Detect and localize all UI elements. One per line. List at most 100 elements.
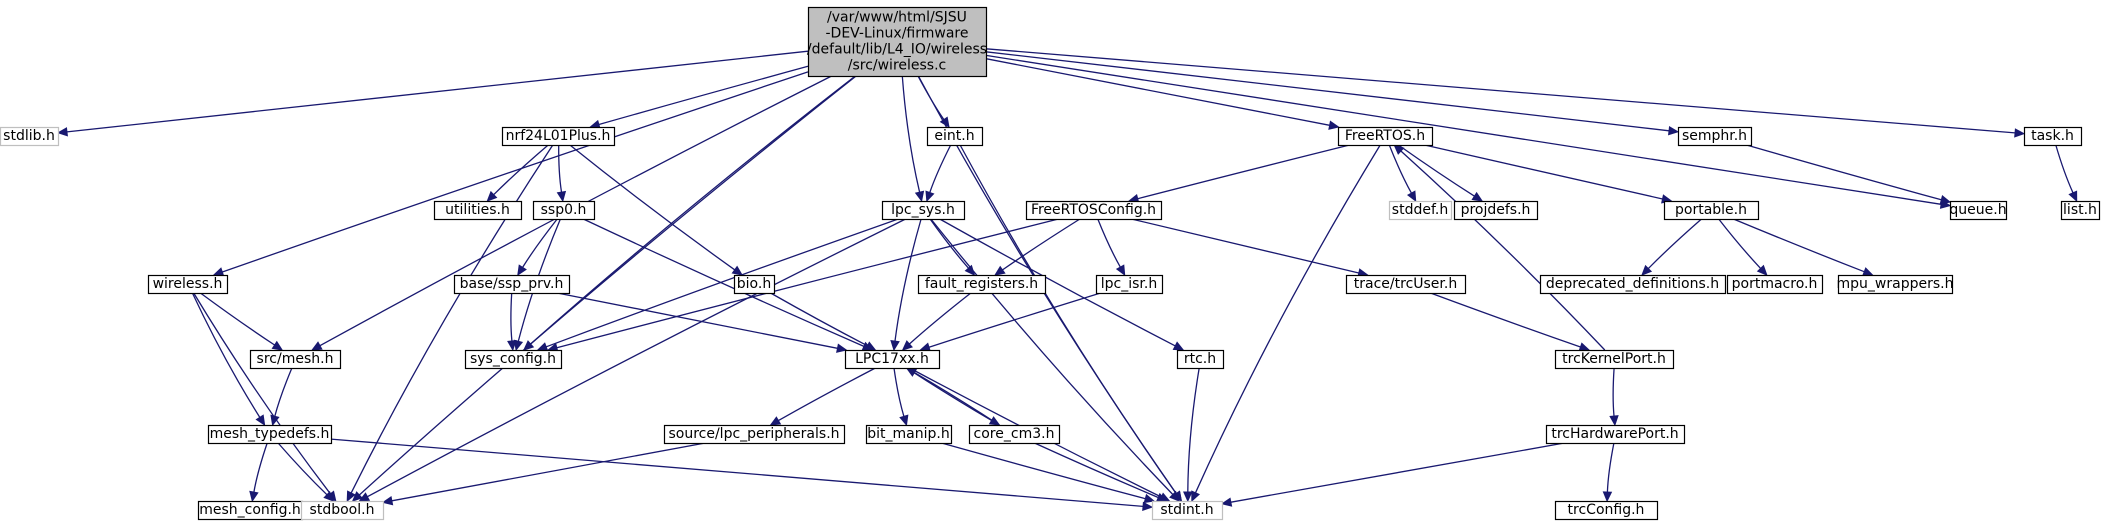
- node-nrf24[interactable]: nrf24L01Plus.h: [501, 126, 616, 147]
- node-mpuwrappers[interactable]: mpu_wrappers.h: [1837, 274, 1954, 295]
- edge-ssp0-to-basesspprv: [517, 218, 558, 277]
- node-stdbool: stdbool.h: [300, 500, 385, 521]
- edge-basesspprv-to-sysconfig: [507, 292, 517, 352]
- edge-faultregs-to-lpc17xx: [901, 292, 972, 351]
- node-label: bit_manip.h: [867, 426, 949, 442]
- node-bio[interactable]: bio.h: [733, 274, 776, 295]
- edge-root-to-queue: [985, 54, 1952, 209]
- node-label: wireless.h: [153, 276, 223, 292]
- node-label: stdlib.h: [3, 128, 55, 144]
- node-rtc[interactable]: rtc.h: [1176, 349, 1225, 370]
- edge-root-to-stdlib: [56, 50, 809, 137]
- node-label: list.h: [2063, 202, 2097, 218]
- node-label: FreeRTOS.h: [1345, 128, 1425, 144]
- edge-freertos-to-projdefs: [1398, 144, 1484, 202]
- node-semphr[interactable]: semphr.h: [1677, 126, 1753, 147]
- node-wireless[interactable]: wireless.h: [147, 274, 229, 295]
- node-srcmesh[interactable]: src/mesh.h: [249, 349, 342, 370]
- node-label: -DEV-Linux/firmware: [826, 26, 969, 42]
- node-sysconfig[interactable]: sys_config.h: [464, 349, 563, 370]
- node-stdlib: stdlib.h: [0, 126, 60, 147]
- dependency-edges: [56, 48, 2078, 512]
- node-label: trace/trcUser.h: [1354, 276, 1457, 292]
- node-label: trcKernelPort.h: [1562, 351, 1666, 367]
- edge-ssp0-to-lpc17xx: [583, 218, 874, 351]
- node-lpcisr[interactable]: lpc_isr.h: [1095, 274, 1164, 295]
- edge-sourcelpc-to-stdbool: [381, 442, 706, 506]
- node-meshconfig[interactable]: mesh_config.h: [197, 500, 304, 521]
- edge-lpc17xx-to-bitmanip: [893, 367, 909, 427]
- node-task[interactable]: task.h: [2023, 126, 2083, 147]
- edge-lpcsys-to-lpc17xx: [890, 218, 922, 352]
- edge-freertos-to-portable: [1424, 144, 1673, 204]
- edge-portable-to-deprecated: [1641, 218, 1702, 276]
- edge-semphr-to-queue: [1746, 144, 1952, 205]
- node-label: core_cm3.h: [974, 426, 1055, 442]
- node-utilities[interactable]: utilities.h: [433, 200, 523, 221]
- edge-wireless-to-meshtypedefs: [191, 292, 266, 427]
- edge-rtc-to-stdint: [1183, 367, 1200, 503]
- node-deprecated[interactable]: deprecated_definitions.h: [1539, 274, 1727, 295]
- edge-trchardware-to-trcconfig: [1602, 442, 1615, 503]
- edge-trckernel-to-trchardware: [1609, 367, 1619, 427]
- node-faultregs[interactable]: fault_registers.h: [917, 274, 1047, 295]
- node-eint[interactable]: eint.h: [926, 126, 984, 147]
- node-freertosconfig[interactable]: FreeRTOSConfig.h: [1025, 200, 1163, 221]
- node-label: sys_config.h: [470, 351, 556, 367]
- node-stddef: stddef.h: [1388, 200, 1453, 221]
- node-trchardware[interactable]: trcHardwarePort.h: [1545, 424, 1686, 445]
- edge-nrf24-to-utilities: [486, 144, 549, 202]
- edge-trcuser-to-trckernel: [1430, 292, 1591, 352]
- node-label: bio.h: [737, 276, 771, 292]
- node-queue[interactable]: queue.h: [1949, 200, 2008, 221]
- node-freertos[interactable]: FreeRTOS.h: [1337, 126, 1434, 147]
- node-portmacro[interactable]: portmacro.h: [1726, 274, 1824, 295]
- node-label: deprecated_definitions.h: [1546, 276, 1719, 292]
- edge-portable-to-portmacro: [1718, 218, 1768, 276]
- edge-lpcsys-to-stdbool: [358, 218, 906, 502]
- node-sourcelpc[interactable]: source/lpc_peripherals.h: [663, 424, 846, 445]
- node-label: src/mesh.h: [257, 351, 334, 367]
- node-ssp0[interactable]: ssp0.h: [532, 200, 596, 221]
- node-label: LPC17xx.h: [855, 351, 929, 367]
- node-trckernel[interactable]: trcKernelPort.h: [1554, 349, 1675, 370]
- node-corecm3[interactable]: core_cm3.h: [968, 424, 1061, 445]
- node-bitmanip[interactable]: bit_manip.h: [865, 424, 953, 445]
- node-trcconfig[interactable]: trcConfig.h: [1554, 500, 1659, 521]
- node-basesspprv[interactable]: base/ssp_prv.h: [453, 274, 571, 295]
- edge-meshtypedefs-to-stdbool: [277, 442, 335, 502]
- node-meshtypedefs[interactable]: mesh_typedefs.h: [207, 424, 333, 445]
- edge-root-to-lpcsys: [901, 75, 925, 203]
- edge-nrf24-to-ssp0: [556, 144, 567, 203]
- node-lpc17xx[interactable]: LPC17xx.h: [844, 349, 941, 370]
- edge-basesspprv-to-lpc17xx: [557, 292, 848, 353]
- edge-freertos-to-freertosconfig: [1127, 144, 1350, 204]
- edge-lpcsys-to-sysconfig: [536, 218, 899, 352]
- node-list[interactable]: list.h: [2060, 200, 2101, 221]
- edge-wireless-to-srcmesh: [200, 292, 284, 351]
- edge-freertos-to-stdint: [1191, 144, 1381, 503]
- edge-root-to-nrf24: [589, 65, 809, 130]
- node-label: mesh_config.h: [199, 502, 301, 518]
- edge-eint-to-stdint: [959, 144, 1183, 503]
- edge-bio-to-lpc17xx: [770, 292, 877, 351]
- edge-eint-to-lpcsys: [925, 144, 952, 203]
- node-portable[interactable]: portable.h: [1663, 200, 1760, 221]
- edge-freertosconfig-to-trcuser: [1131, 218, 1369, 278]
- node-projdefs[interactable]: projdefs.h: [1453, 200, 1539, 221]
- edge-portable-to-mpuwrappers: [1733, 218, 1874, 277]
- edge-freertosconfig-to-faultregs: [994, 218, 1081, 276]
- edge-srcmesh-to-meshtypedefs: [270, 367, 293, 427]
- edge-meshtypedefs-to-meshconfig: [249, 442, 268, 503]
- node-trcuser[interactable]: trace/trcUser.h: [1345, 274, 1467, 295]
- header-nodes: /var/www/html/SJSU-DEV-Linux/firmware/de…: [0, 6, 2101, 521]
- edge-freertosconfig-to-lpcisr: [1097, 218, 1126, 277]
- node-label: mesh_typedefs.h: [210, 426, 330, 442]
- node-label: lpc_isr.h: [1101, 276, 1157, 292]
- node-lpcsys[interactable]: lpc_sys.h: [881, 200, 966, 221]
- node-label: fault_registers.h: [925, 276, 1038, 292]
- node-root[interactable]: /var/www/html/SJSU-DEV-Linux/firmware/de…: [807, 6, 988, 78]
- node-label: lpc_sys.h: [891, 202, 955, 218]
- node-label: projdefs.h: [1461, 202, 1531, 218]
- node-label: semphr.h: [1682, 128, 1747, 144]
